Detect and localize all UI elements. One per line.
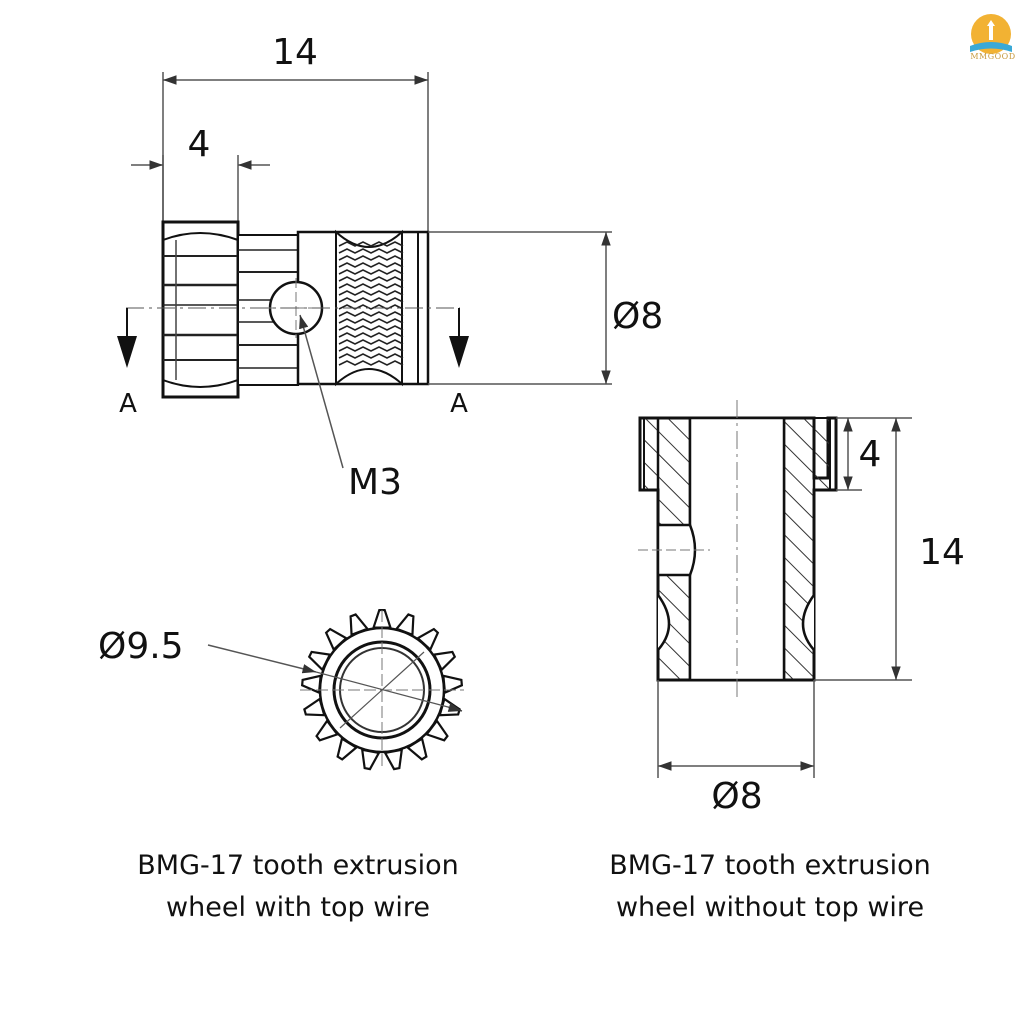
m3-callout: M3 [299, 314, 402, 503]
section-gear-label: 4 [859, 434, 882, 475]
gear-width-dimension: 4 [131, 124, 270, 222]
gear-body [161, 220, 240, 399]
section-gear-dimension: 4 [836, 417, 912, 491]
caption-left-line2: wheel with top wire [166, 892, 430, 923]
section-length-dimension: 14 [814, 418, 965, 681]
length-label: 14 [272, 32, 318, 73]
tip-diameter-label: Ø9.5 [98, 626, 184, 667]
logo-figure-icon [987, 20, 995, 40]
section-length-label: 14 [919, 532, 965, 573]
caption-without-top-wire: BMG-17 tooth extrusion wheel without top… [560, 845, 980, 929]
logo-text: MMGOOD [970, 52, 1016, 61]
section-marker: A A [117, 307, 469, 419]
diameter-dimension: Ø8 [428, 231, 663, 385]
end-view: Ø9.5 [98, 608, 464, 771]
caption-right-line1: BMG-17 tooth extrusion [609, 850, 931, 881]
gear-teeth [300, 608, 464, 771]
hole-label: M3 [348, 462, 402, 503]
side-view: 14 4 [117, 32, 663, 503]
caption-left-line1: BMG-17 tooth extrusion [137, 850, 459, 881]
gear-width-label: 4 [188, 124, 211, 165]
logo-book-icon [970, 42, 1012, 52]
brand-logo [970, 14, 1012, 54]
section-diameter-label: Ø8 [711, 776, 762, 817]
caption-right-line2: wheel without top wire [615, 892, 925, 923]
section-label-left: A [119, 389, 137, 419]
diameter-label: Ø8 [612, 296, 663, 337]
section-label-right: A [450, 389, 468, 419]
caption-with-top-wire: BMG-17 tooth extrusion wheel with top wi… [88, 845, 508, 929]
section-view: 4 14 Ø8 [638, 400, 965, 817]
section-diameter-dimension: Ø8 [657, 680, 815, 817]
tip-diameter-dimension: Ø9.5 [98, 626, 463, 712]
